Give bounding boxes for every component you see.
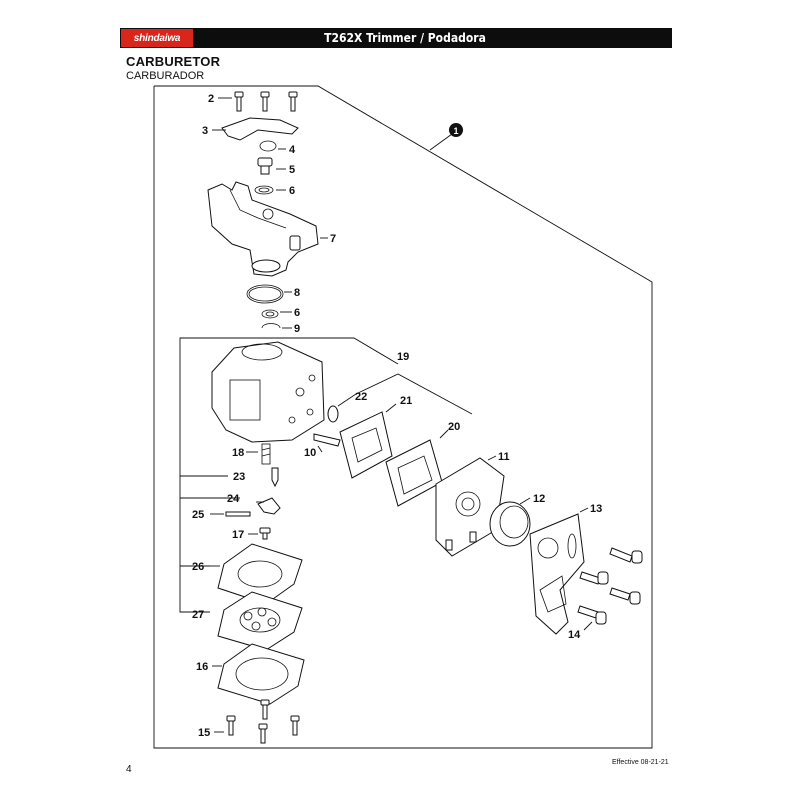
bracket-3 [221, 117, 299, 141]
needle-10 [313, 433, 341, 447]
label-15: 15 [198, 727, 210, 739]
plug-22 [327, 405, 339, 423]
diaphragm-20 [385, 439, 443, 507]
brand-logo: shindaiwa [121, 29, 193, 47]
label-26: 26 [192, 561, 204, 573]
screws-15 [226, 699, 300, 744]
clip-9 [261, 323, 281, 329]
washer-6b [261, 309, 279, 319]
label-25: 25 [192, 509, 204, 521]
section-subtitle: CARBURADOR [126, 70, 205, 82]
label-6a: 6 [289, 185, 295, 197]
label-22: 22 [355, 391, 367, 403]
label-21: 21 [400, 395, 412, 407]
label-16: 16 [196, 661, 208, 673]
primer-bulb-12 [489, 501, 531, 547]
carburetor-body [211, 341, 325, 443]
group-bracket-inner [179, 337, 399, 613]
lever-24 [257, 497, 281, 515]
plate-13 [529, 513, 585, 635]
label-23: 23 [233, 471, 245, 483]
effective-date: Effective 08-21-21 [612, 759, 669, 766]
assembly-boundary [153, 85, 653, 749]
o-ring-8 [246, 284, 284, 304]
label-7: 7 [330, 233, 336, 245]
inlet-needle-23 [271, 467, 279, 488]
page-number: 4 [126, 764, 132, 775]
pin-25 [225, 511, 251, 517]
label-14: 14 [568, 629, 581, 641]
page-title: T262X Trimmer / Podadora [324, 31, 486, 45]
label-18: 18 [232, 447, 244, 459]
label-9: 9 [294, 323, 300, 335]
cover-16 [217, 643, 305, 705]
screw-17 [259, 527, 271, 534]
label-19: 19 [397, 351, 409, 363]
label-24: 24 [227, 493, 240, 505]
label-3: 3 [202, 125, 208, 137]
label-2: 2 [208, 93, 214, 105]
label-17: 17 [232, 529, 244, 541]
gasket-26 [217, 543, 303, 605]
diaphragm-27 [217, 591, 303, 651]
leader-1 [429, 133, 453, 151]
label-27: 27 [192, 609, 204, 621]
screw-5 [257, 157, 273, 167]
washer-6a [254, 185, 274, 195]
screws-2 [234, 91, 298, 112]
header-bar [120, 28, 672, 48]
label-12: 12 [533, 493, 545, 505]
section-title: CARBURETOR [126, 54, 221, 69]
label-5: 5 [289, 164, 295, 176]
label-4: 4 [289, 144, 296, 156]
screws-14 [577, 547, 643, 625]
spring-4 [259, 140, 277, 152]
label-10: 10 [304, 447, 316, 459]
label-13: 13 [590, 503, 602, 515]
label-11: 11 [498, 451, 510, 463]
label-20: 20 [448, 421, 460, 433]
throttle-body-7 [207, 181, 319, 277]
callout-1-badge [449, 123, 463, 137]
gasket-21 [339, 411, 393, 479]
label-6b: 6 [294, 307, 300, 319]
callout-1-label: 1 [453, 126, 458, 136]
label-8: 8 [294, 287, 300, 299]
